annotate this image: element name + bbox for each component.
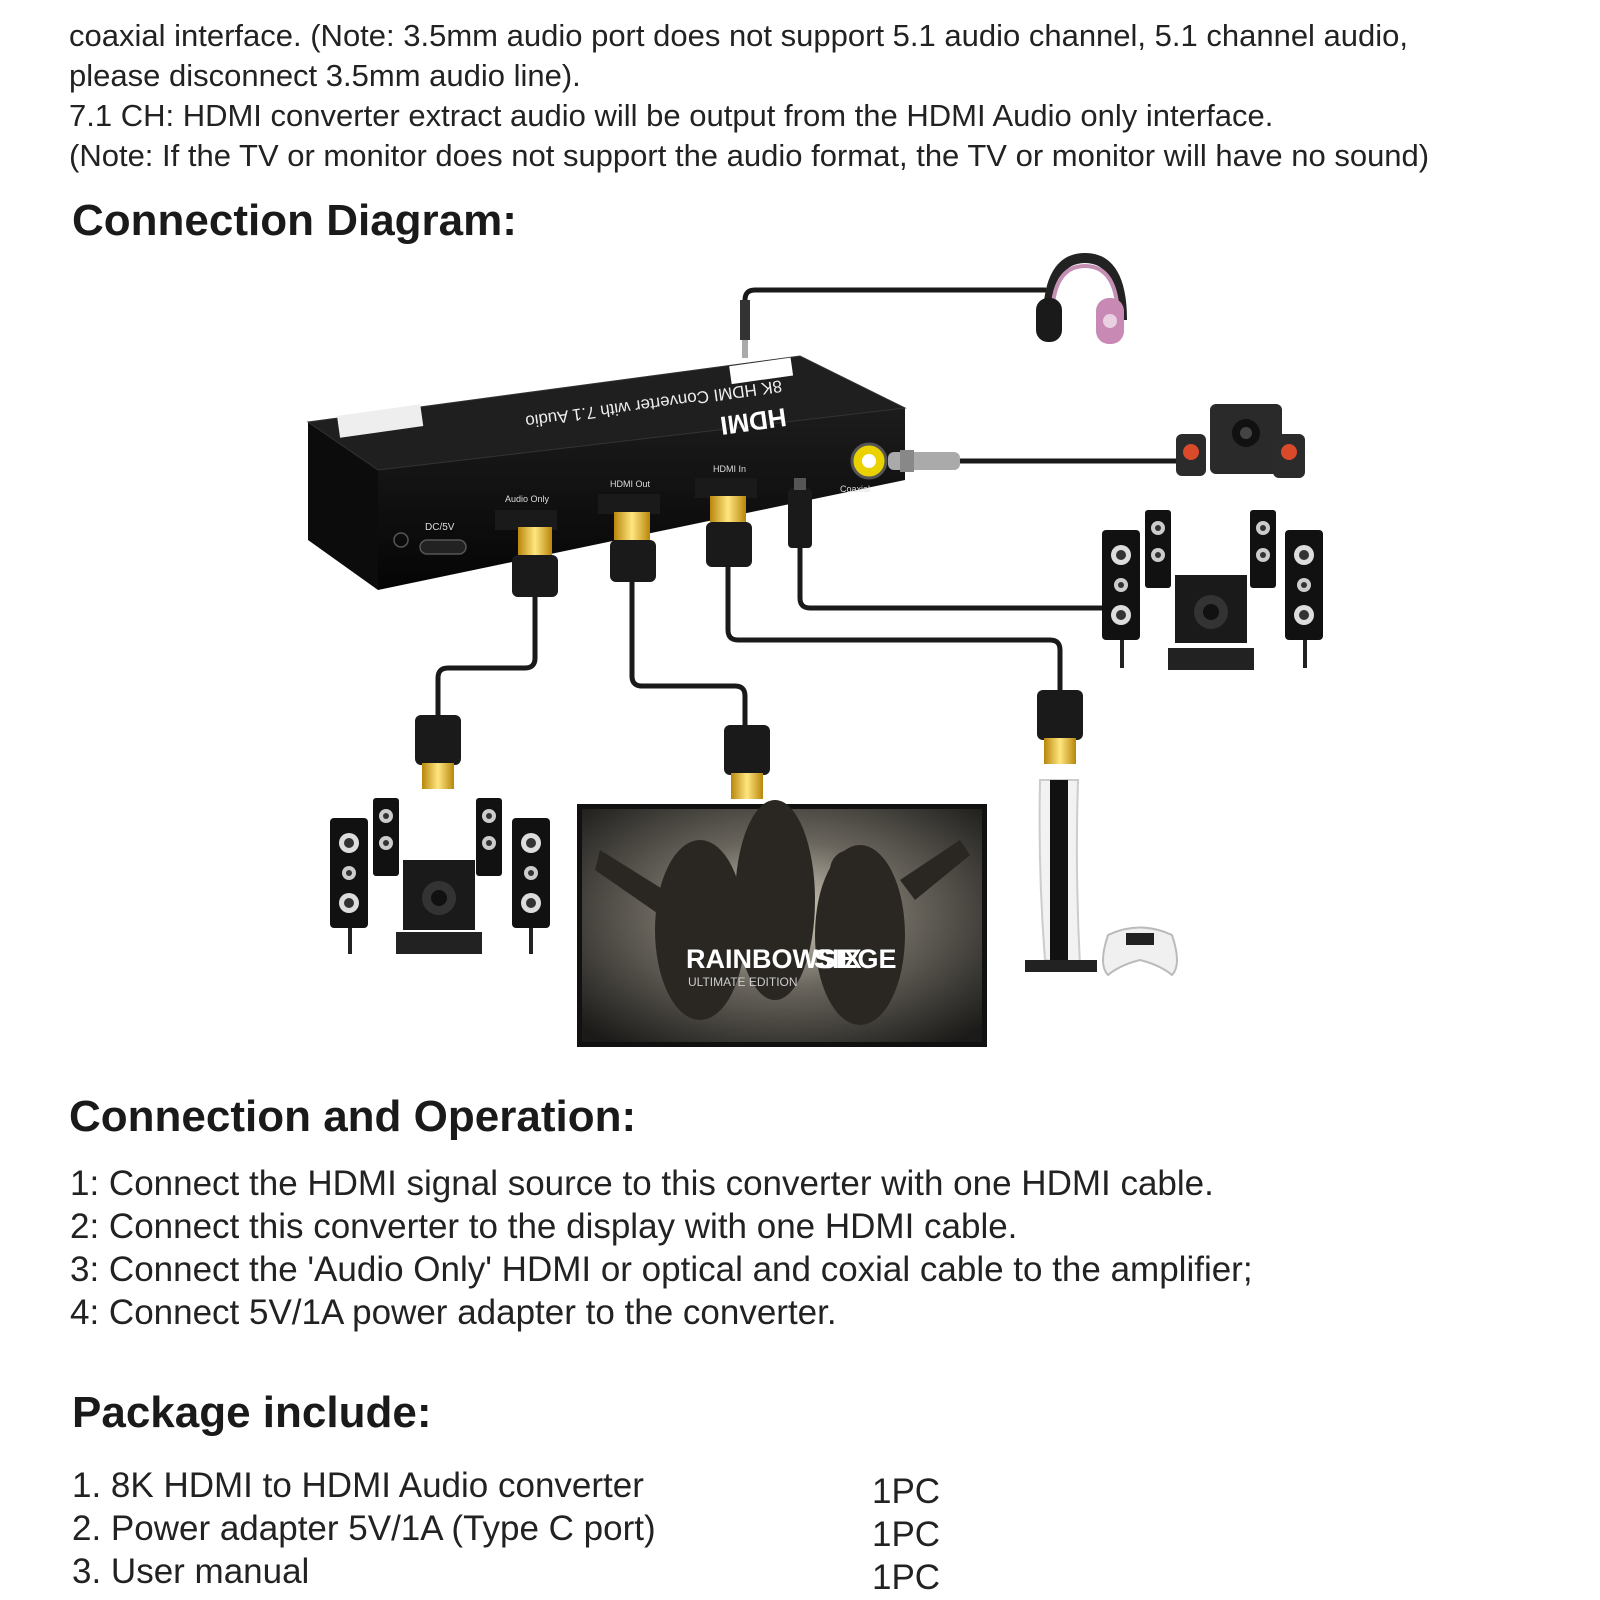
hdmi-plug-icon bbox=[724, 725, 770, 799]
home-theater-speakers-icon bbox=[1102, 510, 1323, 670]
audio-only-port-label: Audio Only bbox=[505, 494, 550, 504]
intro-line: coaxial interface. (Note: 3.5mm audio po… bbox=[69, 18, 1409, 53]
type-c-port bbox=[419, 539, 467, 555]
headphones-icon bbox=[1036, 252, 1127, 344]
game-characters-art bbox=[595, 800, 970, 1025]
coaxial-port-label: Coaxial bbox=[840, 484, 870, 494]
audio-only-cable bbox=[435, 592, 538, 723]
tv-game-title: RAINBOWSIX bbox=[686, 944, 862, 974]
package-item-qty: 1PC bbox=[872, 1472, 941, 1511]
hdmi-plug-icon bbox=[495, 510, 558, 597]
game-controller-icon bbox=[1102, 926, 1178, 977]
connection-diagram-heading: Connection Diagram: bbox=[72, 196, 517, 245]
home-theater-speakers-icon bbox=[330, 798, 550, 954]
hdmi-in-cable bbox=[725, 562, 1063, 693]
package-list: 1. 8K HDMI to HDMI Audio converter 1PC 2… bbox=[72, 1466, 940, 1597]
package-item-name: 2. Power adapter 5V/1A (Type C port) bbox=[72, 1509, 656, 1548]
hdmi-plug-icon bbox=[695, 478, 757, 567]
tv-game-title: SIEGE bbox=[814, 944, 897, 974]
operation-steps: 1: Connect the HDMI signal source to thi… bbox=[70, 1162, 1253, 1334]
intro-line: please disconnect 3.5mm audio line). bbox=[69, 58, 581, 93]
game-console-icon bbox=[1025, 779, 1097, 972]
package-item-qty: 1PC bbox=[872, 1515, 941, 1554]
package-item-name: 3. User manual bbox=[72, 1552, 310, 1591]
connection-diagram: HDMI 8K HDMI Converter with 7.1 Audio DC… bbox=[306, 252, 1323, 1047]
hdmi-in-port-label: HDMI In bbox=[713, 464, 746, 474]
connection-operation-heading: Connection and Operation: bbox=[69, 1092, 637, 1141]
cables bbox=[435, 287, 1183, 733]
hdmi-plug-icon bbox=[1037, 690, 1083, 764]
package-item-name: 1. 8K HDMI to HDMI Audio converter bbox=[72, 1466, 644, 1505]
hdmi-plug-icon bbox=[415, 715, 461, 789]
intro-line: 7.1 CH: HDMI converter extract audio wil… bbox=[69, 98, 1274, 133]
audio-jack-plug-icon bbox=[740, 300, 750, 358]
hdmi-out-port-label: HDMI Out bbox=[610, 479, 651, 489]
power-led-icon bbox=[393, 532, 409, 548]
intro-paragraph: coaxial interface. (Note: 3.5mm audio po… bbox=[69, 16, 1559, 176]
optical-plug-icon bbox=[788, 478, 812, 548]
package-include-heading: Package include: bbox=[72, 1388, 432, 1437]
package-item-qty: 1PC bbox=[872, 1558, 941, 1597]
hdmi-out-cable bbox=[629, 577, 748, 733]
dc-port-label: DC/5V bbox=[425, 522, 455, 533]
intro-line: (Note: If the TV or monitor does not sup… bbox=[69, 138, 1430, 173]
step-item: 1: Connect the HDMI signal source to thi… bbox=[70, 1164, 1214, 1203]
desktop-speakers-icon bbox=[1176, 404, 1305, 478]
converter-device: HDMI 8K HDMI Converter with 7.1 Audio DC… bbox=[306, 355, 907, 590]
badge-sticker bbox=[337, 404, 424, 438]
optical-cable bbox=[797, 545, 1108, 611]
step-item: 3: Connect the 'Audio Only' HDMI or opti… bbox=[70, 1250, 1253, 1289]
spec-sticker bbox=[729, 357, 794, 385]
step-item: 2: Connect this converter to the display… bbox=[70, 1207, 1018, 1246]
tv-display: RAINBOWSIX SIEGE ULTIMATE EDITION bbox=[577, 800, 987, 1047]
coaxial-plug-icon bbox=[850, 442, 960, 480]
hdmi-plug-icons bbox=[495, 442, 960, 597]
package-item: 1. 8K HDMI to HDMI Audio converter 1PC bbox=[72, 1466, 940, 1511]
package-item: 3. User manual 1PC bbox=[72, 1552, 940, 1597]
tv-game-edition: ULTIMATE EDITION bbox=[688, 975, 798, 989]
headphone-cable bbox=[742, 287, 1048, 353]
step-item: 4: Connect 5V/1A power adapter to the co… bbox=[70, 1293, 837, 1332]
hdmi-plug-icon bbox=[598, 494, 660, 582]
package-item: 2. Power adapter 5V/1A (Type C port) 1PC bbox=[72, 1509, 940, 1554]
